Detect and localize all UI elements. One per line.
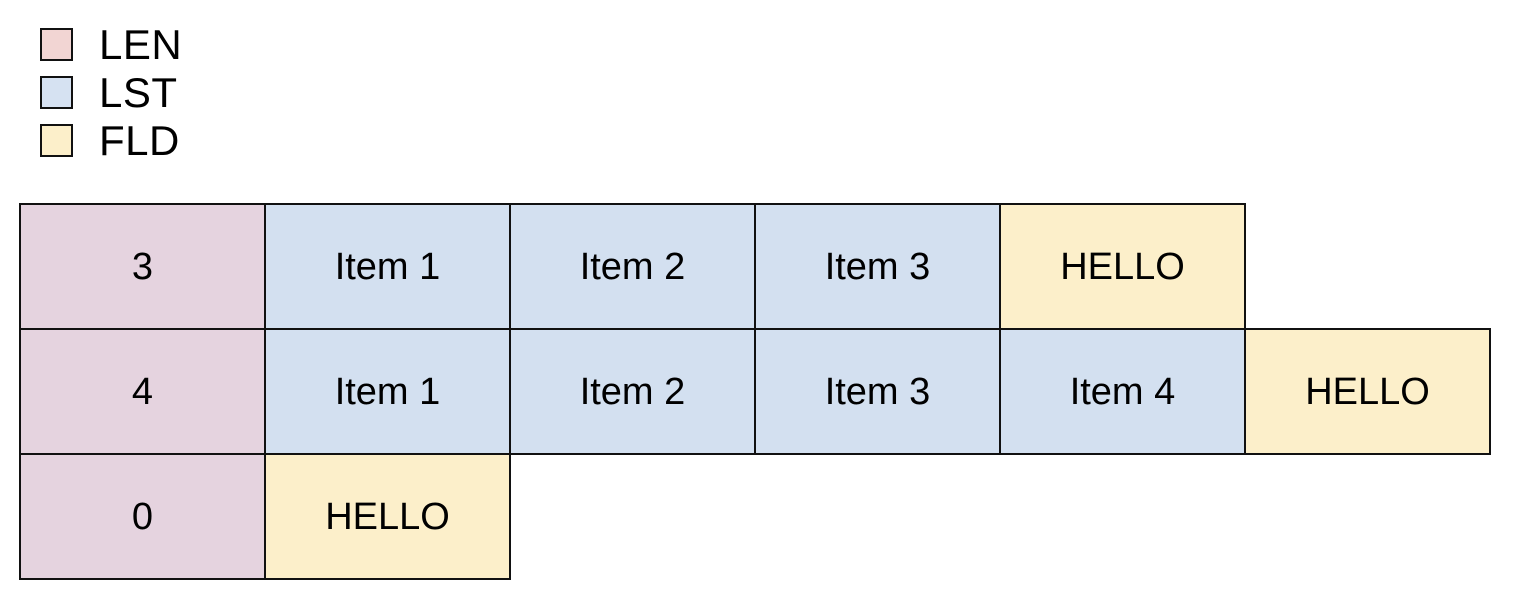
legend-item-fld: FLD	[40, 119, 182, 161]
table-cell-lst: Item 2	[509, 203, 756, 330]
legend-item-lst: LST	[40, 71, 182, 113]
table-cell-lst: Item 4	[999, 328, 1246, 455]
table-cell-lst: Item 1	[264, 203, 511, 330]
legend-swatch-icon	[40, 124, 73, 157]
table-cell-fld: HELLO	[999, 203, 1246, 330]
legend-item-len: LEN	[40, 23, 182, 65]
legend-swatch-icon	[40, 76, 73, 109]
table-cell-lst: Item 1	[264, 328, 511, 455]
table-cell-fld: HELLO	[1244, 328, 1491, 455]
table-cell-lst: Item 2	[509, 328, 756, 455]
legend-item-label: FLD	[99, 116, 180, 164]
table-cell-len: 0	[19, 453, 266, 580]
legend-swatch-icon	[40, 28, 73, 61]
legend-item-label: LEN	[99, 20, 183, 68]
table-cell-lst: Item 3	[754, 203, 1001, 330]
legend-item-label: LST	[99, 68, 178, 116]
table-cell-len: 3	[19, 203, 266, 330]
table-cell-lst: Item 3	[754, 328, 1001, 455]
table-cell-len: 4	[19, 328, 266, 455]
table-cell-fld: HELLO	[264, 453, 511, 580]
